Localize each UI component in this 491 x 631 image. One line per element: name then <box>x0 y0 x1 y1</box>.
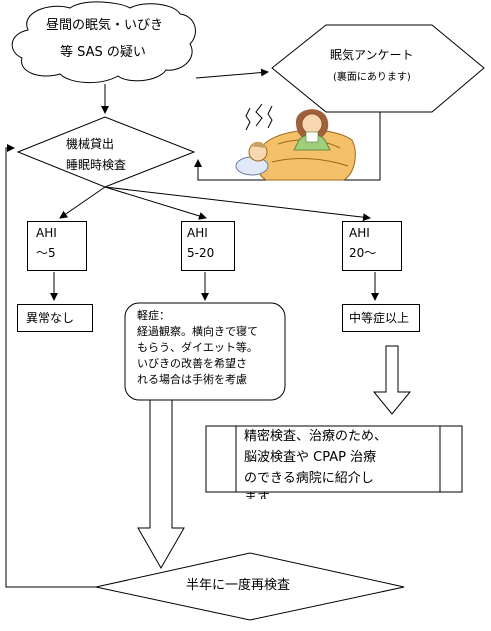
recheck-loop-arrow <box>5 144 96 588</box>
referral-line-4: ます <box>244 491 271 499</box>
referral-line-2: 脳波検査や CPAP 治療 <box>244 450 377 465</box>
cloud-to-questionnaire-arrow <box>195 68 269 79</box>
mild-line-3: いびきの改善を希望さ <box>137 357 247 370</box>
ahi-range-1: ～5 <box>36 246 56 260</box>
rental-line-2: 睡眠時検査 <box>66 158 127 172</box>
mild-box <box>124 302 286 401</box>
referral-box <box>205 425 463 493</box>
referral-line-1: 精密検査、治療のため、 <box>244 429 388 444</box>
start-cloud <box>11 1 196 84</box>
start-line-2: 等 SAS の疑い <box>60 45 146 60</box>
questionnaire-shape <box>271 24 485 113</box>
mild-line-2: もらう、ダイエット等。 <box>137 341 258 354</box>
questionnaire-note: (裏面にあります) <box>333 72 411 83</box>
moderate-block-arrow <box>372 345 412 415</box>
ahi-box-2: AHI 5-20 <box>181 221 235 271</box>
rental-line-1: 機械貸出 <box>66 137 115 151</box>
recheck-text: 半年に一度再検査 <box>186 578 291 593</box>
branch-arrow-1 <box>59 186 106 219</box>
ahi-label-2: AHI <box>187 226 208 240</box>
normal-result-box: 異常なし <box>17 304 93 332</box>
questionnaire-title: 眠気アンケート <box>330 48 414 62</box>
mild-title: 軽症： <box>137 309 170 322</box>
mild-line-1: 経過観察。横向きで寝て <box>137 325 258 338</box>
start-line-1: 昼間の眠気・いびき <box>46 18 164 33</box>
ahi-label-1: AHI <box>36 226 57 240</box>
moderate-result-box: 中等症以上 <box>342 304 420 332</box>
referral-line-3: のできる病院に紹介し <box>244 471 374 486</box>
ahi-label-3: AHI <box>349 226 370 240</box>
normal-result-text: 異常なし <box>26 311 75 325</box>
ahi-range-2: 5-20 <box>187 246 215 260</box>
mild-line-4: れる場合は手術を考慮 <box>137 373 247 386</box>
sleeping-person-illustration <box>235 103 356 181</box>
mild-block-arrow <box>137 399 185 570</box>
rental-diamond <box>16 116 196 188</box>
ahi-box-1: AHI ～5 <box>27 221 87 271</box>
recheck-diamond <box>95 552 405 621</box>
ahi-box-3: AHI 20～ <box>342 221 402 271</box>
ahi-range-3: 20～ <box>349 246 377 260</box>
referral-line-4-clip: ます <box>244 491 304 499</box>
branch-arrow-2 <box>104 186 207 220</box>
branch-arrow-3 <box>104 186 371 222</box>
moderate-result-text: 中等症以上 <box>349 311 410 325</box>
